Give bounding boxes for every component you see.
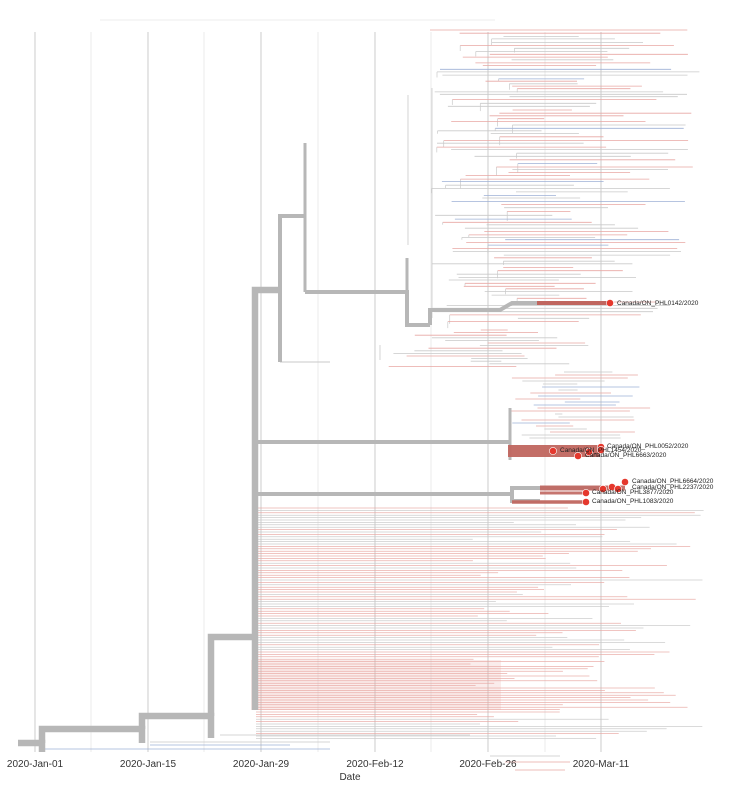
tip-label-phl1454: Canada/ON_PHL1454/2020 — [560, 447, 642, 454]
date-axis: 2020-Jan-01 2020-Jan-15 2020-Jan-29 2020… — [7, 759, 630, 783]
tip-dot — [614, 485, 622, 493]
tick-label-jan01: 2020-Jan-01 — [7, 759, 64, 770]
tip-labels: Canada/ON_PHL0142/2020 Canada/ON_PHL0052… — [560, 300, 714, 505]
dense-tip-band — [251, 660, 501, 710]
tip-label-phl1083: Canada/ON_PHL1083/2020 — [592, 498, 674, 505]
tip-dot — [574, 452, 582, 460]
trunk-branch — [305, 290, 430, 327]
highlighted-tips — [549, 299, 629, 506]
tick-label-jan15: 2020-Jan-15 — [120, 759, 177, 770]
trunk-branch — [278, 214, 305, 362]
tip-label-phl2237: Canada/ON_PHL2237/2020 — [632, 484, 714, 491]
tick-label-feb12: 2020-Feb-12 — [346, 759, 404, 770]
trunk-stem — [207, 633, 255, 716]
tip-dot — [585, 448, 593, 456]
tip-dot — [582, 498, 590, 506]
tick-label-feb26: 2020-Feb-26 — [459, 759, 517, 770]
tip-dot — [621, 478, 629, 486]
tip-dot — [582, 489, 590, 497]
trunk-branch — [428, 301, 537, 325]
tip-dot — [597, 446, 605, 454]
minor-branches — [45, 29, 704, 771]
tick-label-mar11: 2020-Mar-11 — [573, 759, 630, 770]
tip-dot — [599, 485, 607, 493]
tip-label-phl6664: Canada/ON_PHL6664/2020 — [632, 478, 714, 485]
tick-label-jan29: 2020-Jan-29 — [233, 759, 290, 770]
trunk-stem — [138, 712, 215, 738]
trunk-spine — [251, 286, 280, 710]
tip-label-phl3877: Canada/ON_PHL3877/2020 — [592, 489, 674, 496]
trunk-root — [18, 739, 46, 752]
tip-label-phl6663: Canada/ON_PHL6663/2020 — [585, 452, 667, 459]
tip-dot — [606, 299, 614, 307]
tip-label-phl0142: Canada/ON_PHL0142/2020 — [617, 300, 699, 307]
date-grid — [34, 19, 602, 752]
tip-dot — [549, 447, 557, 455]
trunk-stem — [38, 725, 146, 743]
axis-title: Date — [339, 772, 361, 783]
tip-label-phl0052: Canada/ON_PHL0052/2020 — [607, 443, 689, 450]
